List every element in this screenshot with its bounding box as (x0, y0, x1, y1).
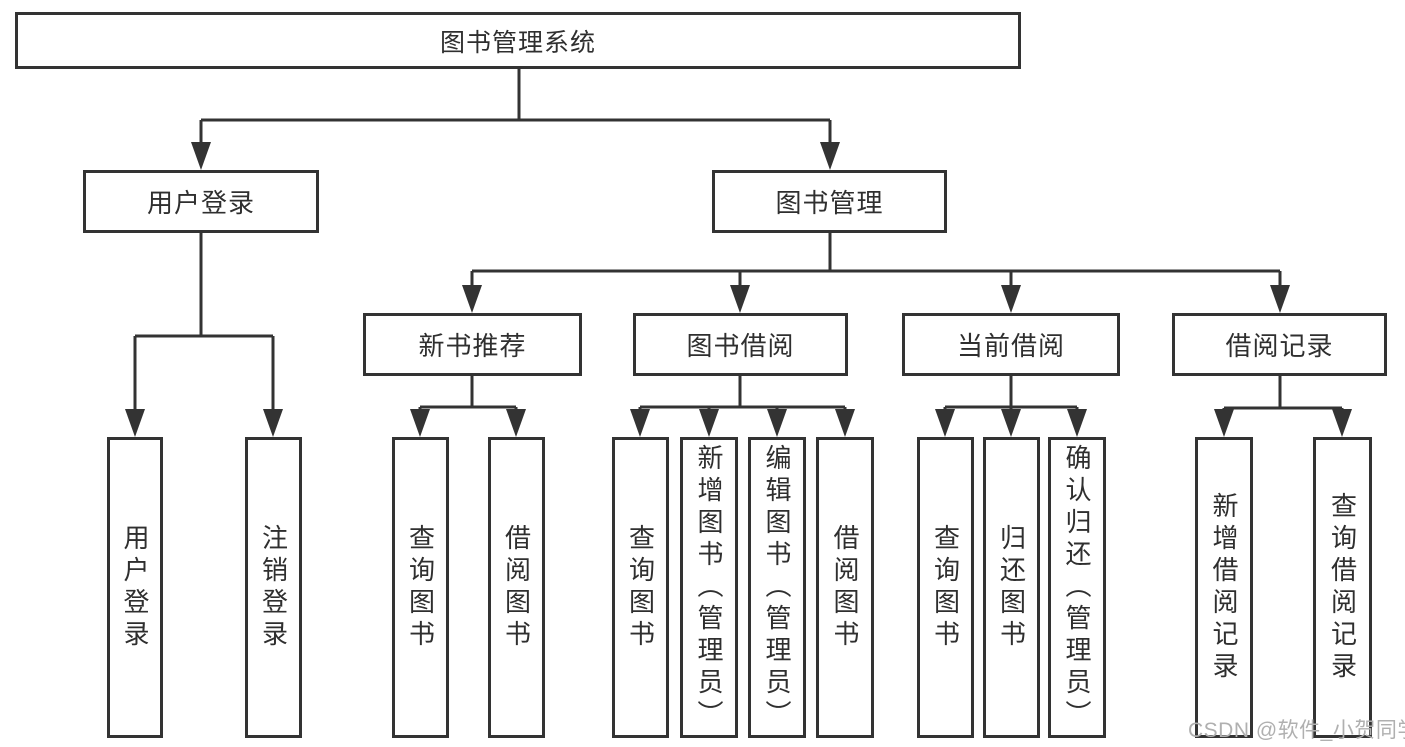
connector-new-book-to-leaves (410, 376, 526, 437)
leaf-label: 查询图书 (405, 523, 436, 652)
connector-book-management-to-level3 (462, 233, 1290, 313)
node-library-management-system: 图书管理系统 (15, 12, 1021, 69)
connector-root-to-level2 (191, 69, 840, 170)
leaf-query-books-recommend: 查询图书 (392, 437, 449, 738)
node-current-borrow: 当前借阅 (902, 313, 1120, 376)
leaf-add-borrow-record: 新增借阅记录 (1195, 437, 1253, 738)
node-new-book-recommend: 新书推荐 (363, 313, 582, 376)
leaf-add-book-admin: 新增图书（管理员） (680, 437, 738, 738)
node-book-management: 图书管理 (712, 170, 947, 233)
leaf-label: 查询图书 (625, 523, 656, 652)
leaf-query-borrow-record: 查询借阅记录 (1313, 437, 1372, 738)
node-label: 当前借阅 (956, 331, 1065, 361)
leaf-label: 归还图书 (996, 523, 1027, 652)
connector-current-borrow-to-leaves (935, 376, 1087, 437)
connector-user-login-to-leaves (125, 233, 283, 437)
leaf-confirm-return-admin: 确认归还（管理员） (1048, 437, 1106, 738)
leaf-borrow-books-recommend: 借阅图书 (488, 437, 545, 738)
leaf-label: 新增借阅记录 (1209, 491, 1239, 684)
node-label: 图书管理系统 (439, 28, 596, 57)
leaf-label: 借阅图书 (501, 523, 532, 652)
leaf-label: 用户登录 (120, 523, 150, 652)
leaf-label: 确认归还（管理员） (1062, 443, 1092, 732)
node-user-login: 用户登录 (83, 170, 319, 233)
leaf-label: 编辑图书（管理员） (762, 443, 792, 732)
leaf-user-login: 用户登录 (107, 437, 163, 738)
node-book-borrow: 图书借阅 (633, 313, 848, 376)
connector-book-borrow-to-leaves (630, 376, 855, 437)
node-label: 图书借阅 (686, 331, 795, 361)
leaf-label: 新增图书（管理员） (694, 443, 724, 732)
connector-borrow-records-to-leaves (1214, 376, 1352, 437)
leaf-edit-book-admin: 编辑图书（管理员） (748, 437, 806, 738)
leaf-label: 注销登录 (258, 523, 289, 652)
leaf-logout: 注销登录 (245, 437, 302, 738)
leaf-return-book: 归还图书 (983, 437, 1040, 738)
leaf-query-books-borrow: 查询图书 (612, 437, 669, 738)
leaf-label: 查询图书 (930, 523, 961, 652)
node-label: 用户登录 (146, 188, 255, 218)
node-borrow-records: 借阅记录 (1172, 313, 1387, 376)
node-label: 图书管理 (775, 188, 884, 218)
node-label: 借阅记录 (1225, 331, 1334, 361)
leaf-label: 借阅图书 (830, 523, 860, 652)
leaf-query-books-current: 查询图书 (917, 437, 974, 738)
leaf-borrow-books: 借阅图书 (816, 437, 874, 738)
node-label: 新书推荐 (418, 331, 527, 361)
leaf-label: 查询借阅记录 (1327, 491, 1358, 684)
watermark-text: CSDN @软件_小贺同学 (1188, 719, 1405, 742)
